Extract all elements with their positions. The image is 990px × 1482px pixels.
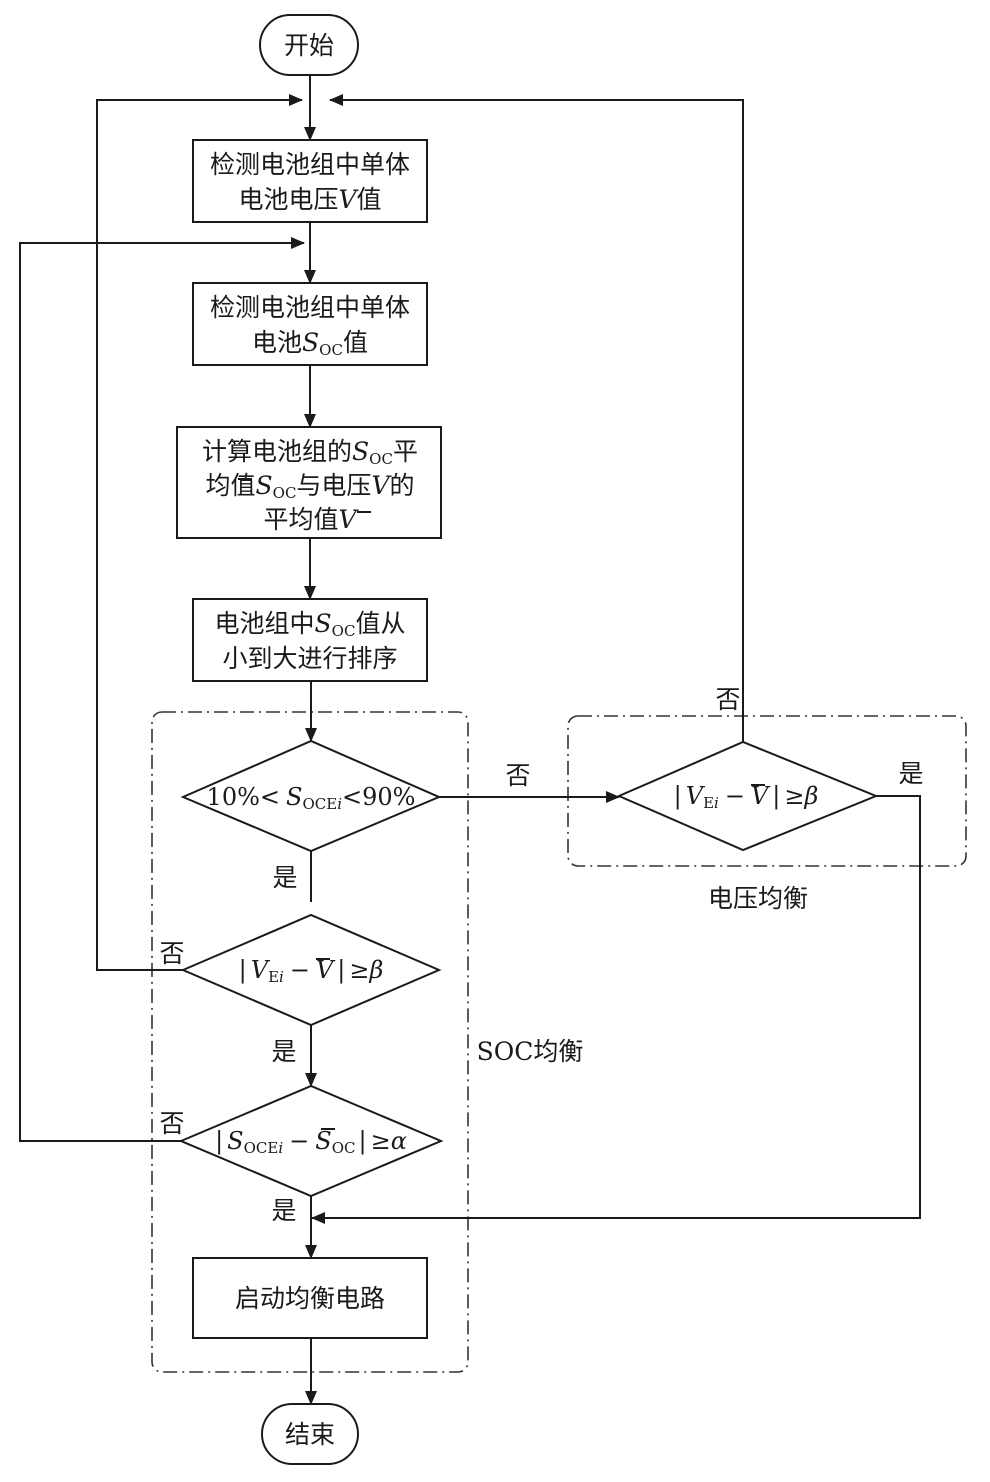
arrow-voltage-balance-no	[329, 94, 744, 742]
label-decision1-yes: 是	[272, 863, 297, 892]
start-label: 开始	[284, 31, 334, 60]
label-decision2-yes: 是	[271, 1037, 296, 1066]
decision-voltage-balance	[616, 740, 879, 852]
arrow-decision3-no	[19, 237, 305, 1142]
soc-balance-caption: SOC均衡	[477, 1037, 584, 1066]
process-detect-soc-line2: 电池SOC值	[252, 328, 368, 359]
voltage-balance-group	[567, 715, 967, 867]
process-compute-averages-line3: 平均值V	[263, 505, 359, 534]
process-sort-soc	[192, 598, 428, 682]
process-detect-voltage	[192, 139, 428, 223]
process-detect-soc-line1: 检测电池组中单体	[210, 293, 410, 322]
label-voltage-balance-no: 否	[715, 685, 740, 714]
decision-soc-deviation-label: |SOCEi−SOC|≥α	[215, 1127, 407, 1157]
process-sort-soc-line2: 小到大进行排序	[222, 644, 397, 673]
soc-balance-group	[151, 711, 469, 1373]
decision-voltage-balance-label: |VEi−V|≥β	[674, 782, 819, 812]
decision-soc-range-label: 10%<SOCEi<90%	[207, 783, 416, 813]
label-decision3-no: 否	[159, 1109, 184, 1138]
decision-soc-deviation	[178, 1084, 444, 1198]
label-decision3-yes: 是	[271, 1196, 296, 1225]
process-detect-voltage-line1: 检测电池组中单体	[210, 150, 410, 179]
process-compute-averages-line2: 均值SOC与电压V的	[205, 471, 414, 502]
arrow-voltage-balance-yes	[311, 795, 921, 1224]
decision-voltage-deviation	[180, 913, 442, 1027]
process-compute-averages-line1: 计算电池组的SOC平	[202, 437, 418, 468]
process-start-balancing-label: 启动均衡电路	[235, 1284, 385, 1313]
end-label: 结束	[285, 1420, 335, 1449]
arrow-decision2-no	[96, 94, 303, 971]
voltage-balance-caption: 电压均衡	[708, 884, 808, 913]
decision-voltage-deviation-label: |VEi−V|≥β	[239, 956, 384, 986]
label-voltage-balance-yes: 是	[898, 759, 923, 788]
process-start-balancing	[192, 1257, 428, 1339]
label-decision2-no: 否	[159, 939, 184, 968]
label-decision1-no: 否	[505, 761, 530, 790]
process-detect-soc	[192, 282, 428, 366]
process-detect-voltage-line2: 电池电压V值	[238, 185, 381, 214]
process-sort-soc-line1: 电池组中SOC值从	[215, 609, 406, 640]
